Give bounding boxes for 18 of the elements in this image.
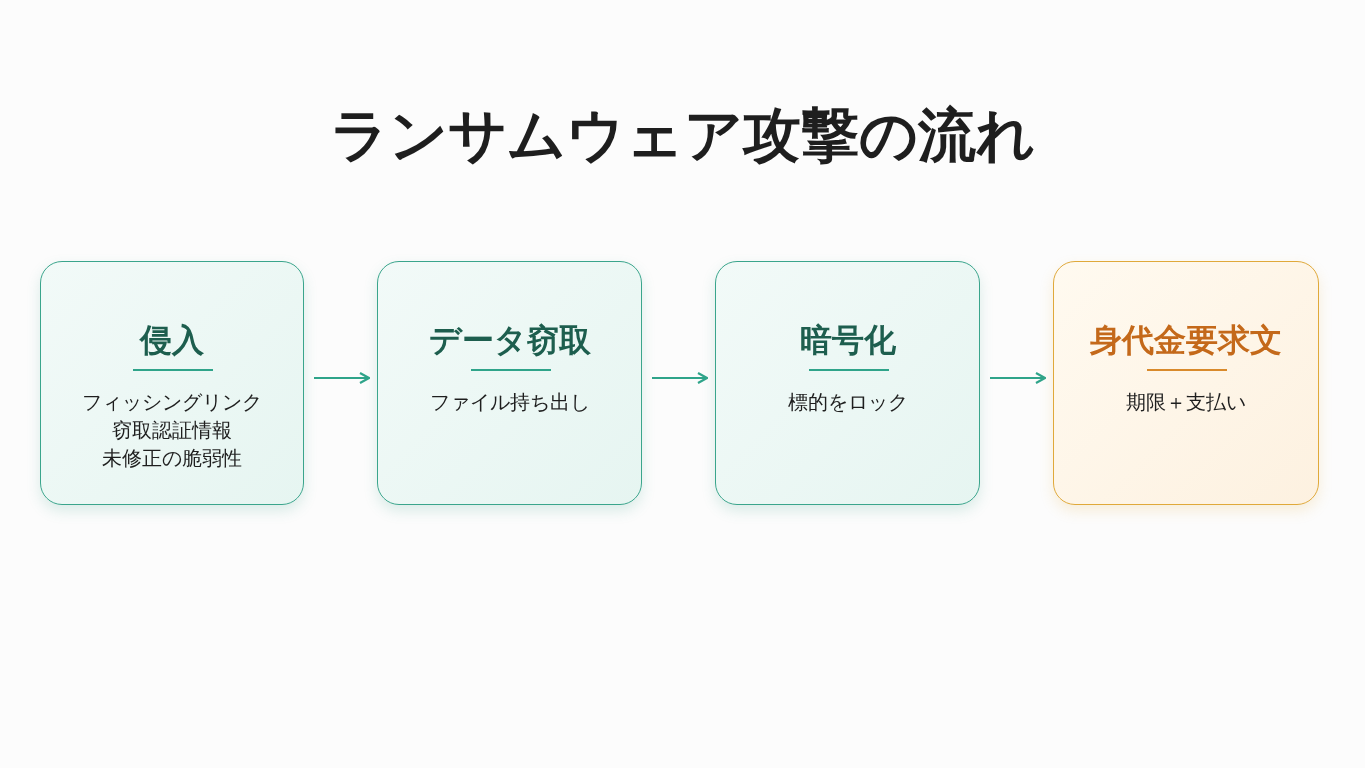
step-heading: 暗号化 xyxy=(798,320,897,361)
step-box xyxy=(715,261,980,505)
step-description: フィッシングリンク xyxy=(81,389,263,416)
arrow xyxy=(314,371,371,385)
step-box xyxy=(377,261,642,505)
step-box xyxy=(1053,261,1319,505)
arrow xyxy=(990,371,1047,385)
step-description: 標的をロック xyxy=(786,389,909,416)
step-description: 期限＋支払い xyxy=(1125,389,1247,416)
arrow xyxy=(652,371,709,385)
step-description: 未修正の脆弱性 xyxy=(101,445,243,472)
step-box xyxy=(40,261,304,505)
step-heading: データ窃取 xyxy=(427,320,592,361)
step-heading: 身代金要求文 xyxy=(1089,320,1283,361)
step-description: 窃取認証情報 xyxy=(111,417,233,444)
step-description: ファイル持ち出し xyxy=(428,389,591,416)
title: ランサムウェア攻撃の流れ xyxy=(329,100,1036,171)
step-heading: 侵入 xyxy=(138,320,205,361)
